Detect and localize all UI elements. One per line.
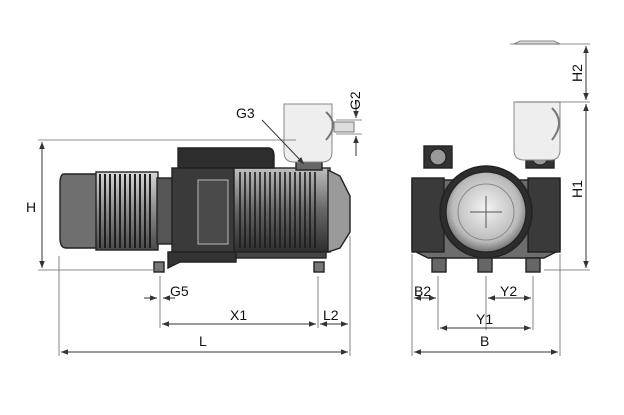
label-L2: L2 (323, 307, 339, 323)
foot-right (313, 261, 325, 273)
coupling-flange (156, 177, 174, 245)
motor-body (95, 171, 159, 251)
label-G3: G3 (236, 105, 255, 121)
top-port-left (423, 145, 453, 169)
label-Y2: Y2 (500, 283, 517, 299)
label-H: H (26, 199, 36, 215)
dimension-labels: H G3 G2 G5 X1 L2 L H2 H1 B2 Y2 Y1 B (26, 64, 585, 349)
label-G5: G5 (170, 283, 189, 299)
inlet-filter-ghost (283, 103, 333, 163)
front-foot-mid (477, 257, 493, 273)
side-dimensions (38, 100, 362, 356)
label-L: L (199, 333, 207, 349)
pump-fins (239, 172, 316, 248)
front-view (411, 40, 561, 273)
label-B: B (480, 333, 489, 349)
label-G2: G2 (347, 91, 363, 110)
front-foot-right (525, 257, 541, 273)
inlet-filter-clip (325, 111, 334, 141)
motor-fan-cover (59, 173, 99, 249)
side-view (59, 103, 351, 273)
base-frame (167, 251, 237, 270)
base-rail (235, 251, 327, 259)
lifting-handle (177, 147, 275, 169)
filter-insert-ghost (513, 40, 561, 45)
front-flange-inner (457, 183, 515, 241)
front-foot-left (431, 257, 447, 273)
front-body-left-block (411, 177, 445, 253)
terminal-box-panel (197, 179, 229, 245)
label-Y1: Y1 (476, 311, 493, 327)
front-dimensions (411, 43, 590, 356)
front-filter-ghost (513, 101, 561, 161)
label-B2: B2 (414, 283, 431, 299)
motor-fins (99, 174, 151, 248)
front-body-right-block (527, 177, 561, 253)
foot-left (153, 261, 165, 273)
pump-end-cover (327, 168, 351, 253)
label-H1: H1 (569, 180, 585, 198)
label-H2: H2 (569, 64, 585, 82)
label-X1: X1 (230, 307, 247, 323)
